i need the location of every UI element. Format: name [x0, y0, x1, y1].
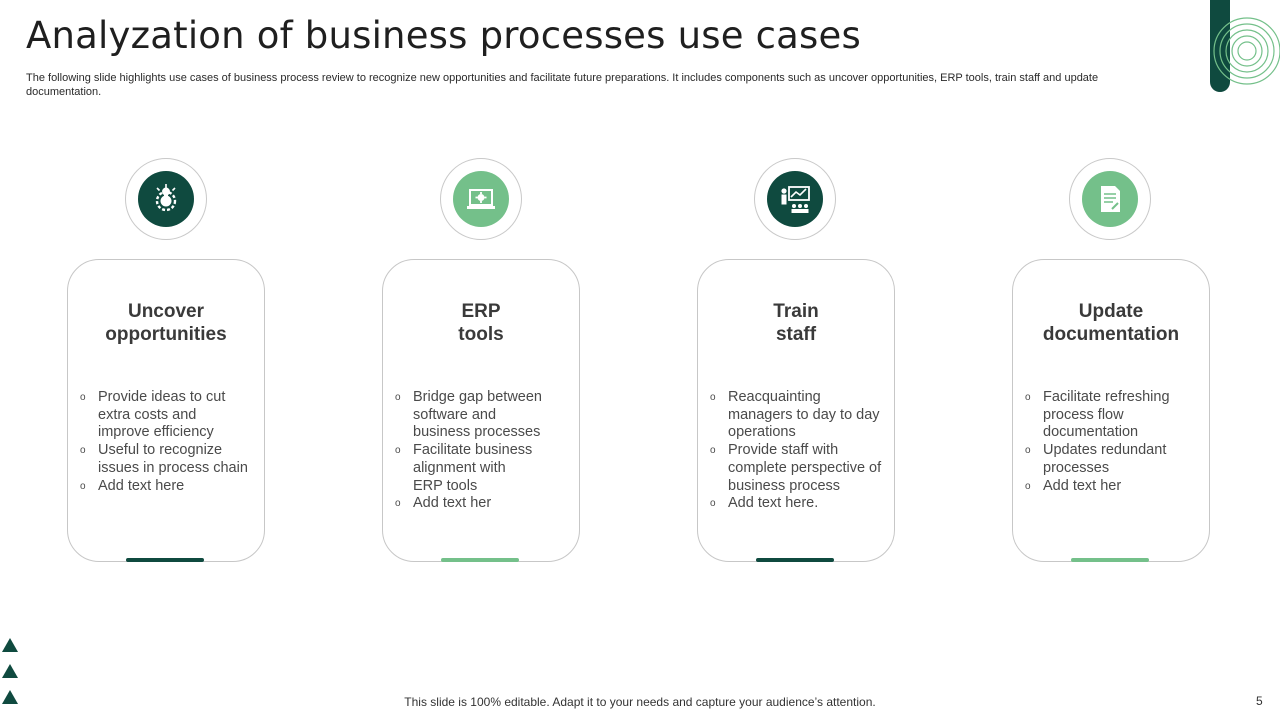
icon-ring-uncover: [125, 158, 207, 240]
bullet-marker: o: [710, 445, 716, 457]
bullet-marker: o: [395, 445, 401, 457]
card-accent-bar: [756, 558, 834, 562]
icon-ring-update: [1069, 158, 1151, 240]
presentation-training-icon: [767, 171, 823, 227]
bullet-marker: o: [1025, 445, 1031, 457]
page-number: 5: [1256, 694, 1263, 708]
bullet-marker: o: [1025, 392, 1031, 403]
icon-ring-train: [754, 158, 836, 240]
bullet-marker: o: [80, 445, 86, 457]
page-subtitle: The following slide highlights use cases…: [26, 72, 1099, 98]
card-title: Update documentation: [1042, 301, 1180, 345]
bullet-marker: o: [1025, 480, 1031, 492]
bullet-marker: o: [395, 498, 401, 510]
card-accent-bar: [441, 558, 519, 562]
icon-ring-erp: [440, 158, 522, 240]
footer-note: This slide is 100% editable. Adapt it to…: [404, 695, 876, 709]
card-accent-bar: [126, 558, 204, 562]
card-accent-bar: [1071, 558, 1149, 562]
document-edit-icon: [1082, 171, 1138, 227]
triangle-icon: [2, 664, 18, 678]
card-title: Train staff: [773, 301, 819, 345]
card-title: Uncover opportunities: [105, 301, 227, 345]
bullet-marker: o: [80, 480, 86, 492]
bullet-marker: o: [710, 498, 716, 510]
lightbulb-gear-icon: [138, 171, 194, 227]
bullet-marker: o: [710, 392, 716, 403]
laptop-gear-icon: [453, 171, 509, 227]
bullet-marker: o: [395, 392, 401, 403]
triangle-icon: [2, 690, 18, 704]
card-title: ERP tools: [458, 301, 504, 345]
page-title: Analyzation of business processes use ca…: [26, 14, 861, 57]
concentric-rings-icon: [1213, 17, 1280, 85]
triangle-icon: [2, 638, 18, 652]
bullet-marker: o: [80, 392, 86, 403]
